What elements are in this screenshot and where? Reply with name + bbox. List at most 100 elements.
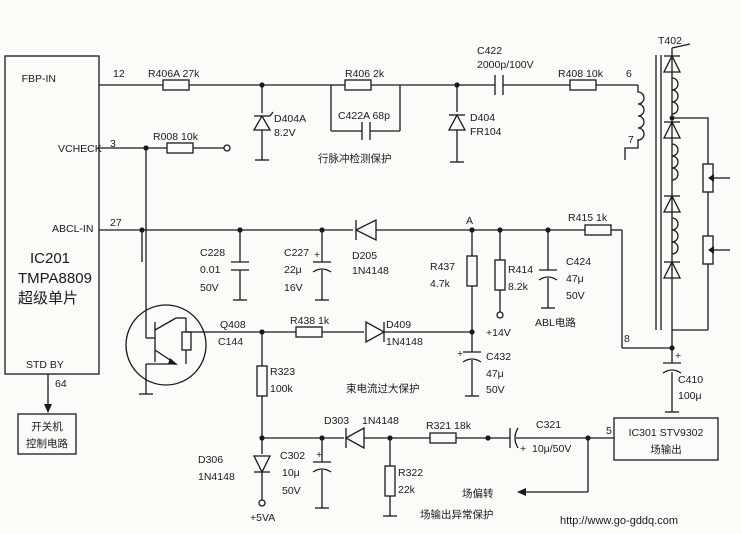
c424-value2: 50V	[566, 290, 585, 302]
resistor-r437	[466, 255, 478, 287]
pin-stby-label: STD BY	[26, 359, 64, 371]
c321-value: 10μ/50V	[532, 443, 571, 455]
note-beam: 束电流过大保护	[346, 382, 420, 395]
pin-fbp-label: FBP-IN	[22, 73, 56, 85]
c424-label: C424	[566, 256, 591, 268]
r408-label: R408 10k	[558, 68, 604, 80]
transistor-q408-envelope	[125, 304, 207, 386]
node-plus5va: +5VA	[250, 512, 275, 524]
resistor-r406a	[162, 79, 190, 91]
t402-pin8: 8	[624, 333, 630, 345]
node-plus14v: +14V	[486, 327, 511, 339]
d409-label: D409	[386, 319, 411, 331]
c424-value1: 47μ	[566, 273, 584, 285]
c302-value1: 10μ	[282, 467, 300, 479]
c410-label: C410	[678, 374, 703, 386]
c144-label: C144	[218, 336, 243, 348]
pin-vcheck-label: VCHECK	[58, 143, 102, 155]
r414-label: R414	[508, 264, 533, 276]
t402-diode-4	[662, 260, 682, 279]
diode-d306	[252, 455, 272, 474]
c432-label: C432	[486, 351, 511, 363]
t402-primary-coil	[624, 85, 645, 160]
c302-label: C302	[280, 450, 305, 462]
power-control-line1: 开关机	[31, 420, 63, 433]
c227-value1: 22μ	[284, 264, 302, 276]
resistor-r438	[295, 326, 323, 338]
r437-value: 4.7k	[430, 278, 451, 290]
pin64-number: 64	[55, 378, 67, 390]
c432-value1: 47μ	[486, 368, 504, 380]
diode-d404	[447, 113, 467, 131]
svg-text:+: +	[520, 443, 526, 455]
svg-text:+: +	[675, 350, 681, 362]
t402-diode-2	[662, 120, 682, 139]
pin27-number: 27	[110, 217, 122, 229]
note-abl: ABL电路	[535, 316, 576, 329]
c228-value2: 50V	[200, 282, 219, 294]
d409-value: 1N4148	[386, 336, 423, 348]
r437-label: R437	[430, 261, 455, 273]
power-control-line2: 控制电路	[26, 437, 68, 450]
ic301-line2: 场输出	[650, 443, 682, 456]
r322-value: 22k	[398, 484, 416, 496]
c228-value1: 0.01	[200, 264, 221, 276]
svg-text:+: +	[457, 348, 463, 360]
c422a-label: C422A 68p	[338, 110, 390, 122]
ic301-box	[613, 417, 719, 461]
d205-value: 1N4148	[352, 265, 389, 277]
c227-value2: 16V	[284, 282, 303, 294]
t402-diode-1	[662, 54, 682, 73]
c432-value2: 50V	[486, 384, 505, 396]
r322-label: R322	[398, 467, 423, 479]
t402-diode-3	[662, 194, 682, 213]
d205-label: D205	[352, 250, 377, 262]
resistor-r414	[494, 259, 506, 291]
r406a-label: R406A 27k	[148, 68, 200, 80]
watermark-url: http://www.go-gddq.com	[560, 515, 678, 527]
resistor-r408	[569, 79, 597, 91]
resistor-r008	[166, 142, 194, 154]
t402-label: T402	[658, 35, 682, 47]
ic201-model: TMPA8809	[18, 270, 92, 287]
d404-value: FR104	[470, 126, 502, 138]
svg-text:+: +	[316, 449, 322, 461]
note-field-fault: 场输出异常保护	[420, 508, 494, 521]
d306-label: D306	[198, 454, 223, 466]
ic201-box	[4, 55, 100, 375]
r438-label: R438 1k	[290, 315, 330, 327]
c227-label: C227	[284, 247, 309, 259]
c422-label: C422	[477, 45, 502, 57]
node-a: A	[466, 215, 473, 227]
c422-value: 2000p/100V	[477, 59, 534, 71]
ic301-pin5: 5	[606, 425, 612, 437]
r406-label: R406 2k	[345, 68, 385, 80]
diode-d303	[344, 426, 365, 450]
resistor-r321	[429, 432, 457, 444]
r321-label: R321 18k	[426, 420, 472, 432]
resistor-r406	[344, 79, 372, 91]
d303-value: 1N4148	[362, 415, 399, 427]
d306-value: 1N4148	[198, 471, 235, 483]
zener-d404a	[252, 114, 272, 131]
pin3-number: 3	[110, 138, 116, 150]
d404a-label: D404A	[274, 113, 306, 125]
r323-value: 100k	[270, 383, 294, 395]
d404a-value: 8.2V	[274, 127, 296, 139]
t402-pin6: 6	[626, 68, 632, 80]
ic301-line1: IC301 STV9302	[629, 427, 704, 439]
q408-label: Q408	[220, 319, 246, 331]
pin12-number: 12	[113, 68, 125, 80]
note-yoke: 场偏转	[462, 487, 494, 500]
resistor-r323	[256, 365, 268, 397]
c321-label: C321	[536, 419, 561, 431]
d303-label: D303	[324, 415, 349, 427]
power-control-box	[17, 413, 77, 455]
resistor-q408-internal	[181, 331, 192, 351]
d404-label: D404	[470, 112, 495, 124]
c228-label: C228	[200, 247, 225, 259]
note-line-pulse: 行脉冲检测保护	[318, 152, 392, 165]
t402-pin7: 7	[628, 134, 634, 146]
